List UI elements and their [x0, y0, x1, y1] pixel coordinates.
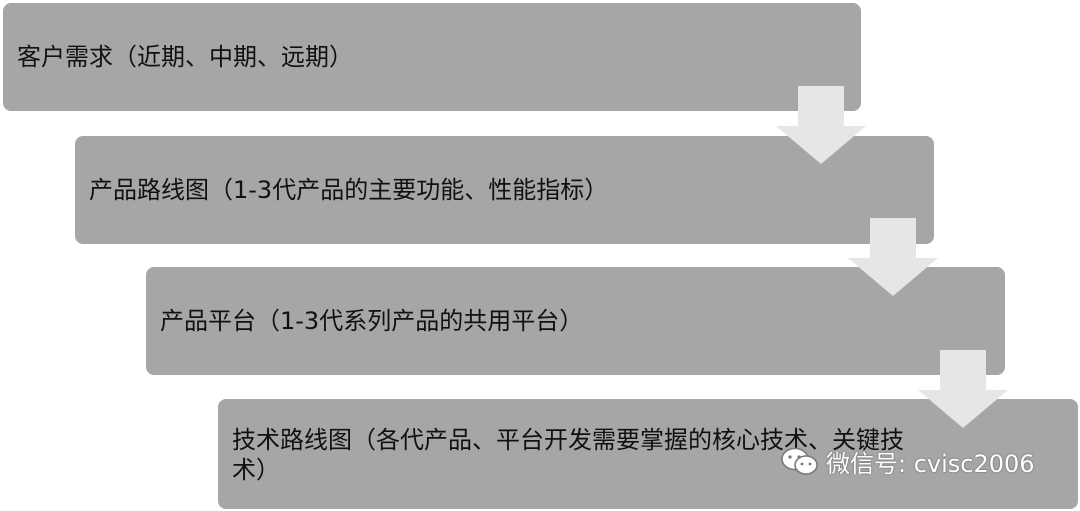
step-product-roadmap: 产品路线图（1-3代产品的主要功能、性能指标） — [75, 136, 934, 244]
watermark: 微信号: cvisc2006 — [780, 444, 1035, 479]
step-customer-needs: 客户需求（近期、中期、远期） — [3, 3, 861, 111]
down-arrow-icon — [848, 218, 938, 296]
step-product-platform: 产品平台（1-3代系列产品的共用平台） — [146, 267, 1005, 375]
step-label: 客户需求（近期、中期、远期） — [17, 43, 353, 71]
step-label: 产品路线图（1-3代产品的主要功能、性能指标） — [89, 176, 609, 204]
down-arrow-icon — [918, 350, 1008, 428]
down-arrow-icon — [776, 86, 866, 164]
step-label: 产品平台（1-3代系列产品的共用平台） — [160, 307, 584, 335]
watermark-text: 微信号: cvisc2006 — [826, 450, 1035, 478]
wechat-icon — [781, 447, 818, 475]
step-technology-roadmap: 技术路线图（各代产品、平台开发需要掌握的核心技术、关键技术） — [218, 399, 1078, 509]
